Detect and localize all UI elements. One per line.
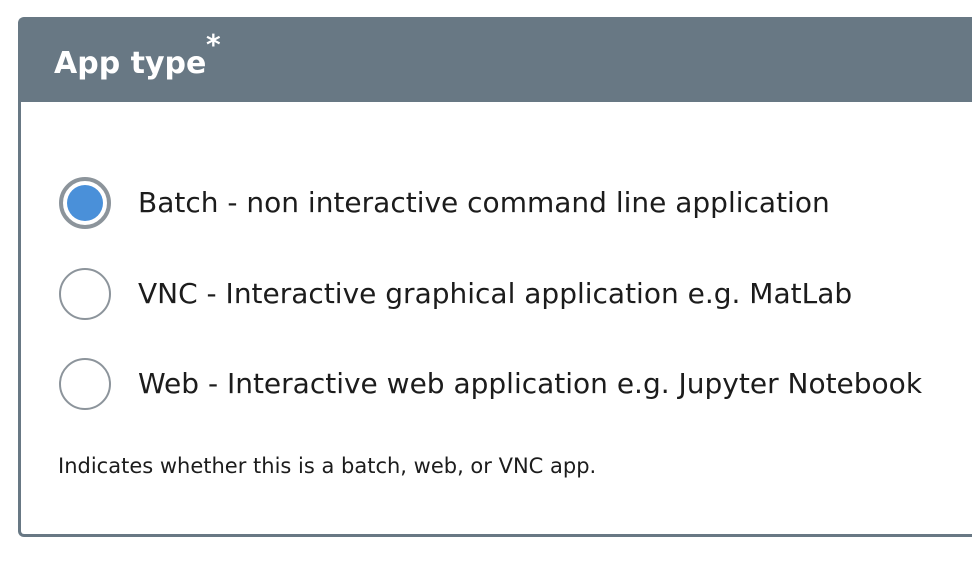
option-vnc[interactable]: VNC - Interactive graphical application … <box>59 266 852 322</box>
help-text: Indicates whether this is a batch, web, … <box>58 454 597 478</box>
option-batch-label: Batch - non interactive command line app… <box>138 186 830 219</box>
option-batch[interactable]: Batch - non interactive command line app… <box>59 175 830 231</box>
radio-batch[interactable] <box>59 177 111 229</box>
option-vnc-label: VNC - Interactive graphical application … <box>138 277 853 310</box>
option-web-label: Web - Interactive web application e.g. J… <box>138 367 923 400</box>
option-web[interactable]: Web - Interactive web application e.g. J… <box>59 356 922 412</box>
field-title: App type <box>54 46 207 81</box>
app-type-panel: App type * Batch - non interactive comma… <box>18 17 972 537</box>
radio-vnc[interactable] <box>59 268 111 320</box>
radio-web[interactable] <box>59 358 111 410</box>
required-marker: * <box>206 28 221 61</box>
panel-header: App type * <box>21 20 972 102</box>
